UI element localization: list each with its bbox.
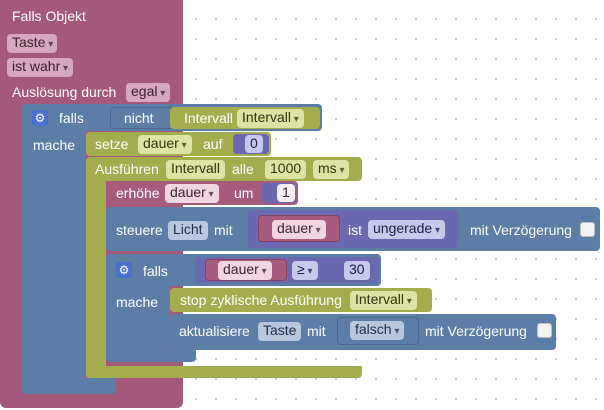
interval-check-dropdown[interactable]: Intervall (237, 109, 304, 128)
if-block-bottom (22, 378, 116, 394)
set-label: setze (95, 136, 129, 152)
trigger-value-dropdown[interactable]: egal (126, 83, 171, 102)
compare-operator-dropdown[interactable]: ≥ (292, 261, 318, 280)
update-label: aktualisiere (179, 323, 250, 339)
trigger-label: Auslösung durch (12, 84, 117, 100)
interval-alle-label: alle (232, 161, 254, 177)
interval-block-stem (86, 157, 106, 378)
control-label: steuere (116, 222, 163, 238)
stop-name-dropdown[interactable]: Intervall (350, 291, 417, 310)
interval-name-field[interactable]: Intervall (166, 160, 226, 179)
interval-block-bottom (86, 366, 362, 378)
gear-icon[interactable]: ⚙ (32, 110, 48, 126)
if-block-stem (22, 104, 86, 394)
if-mache-label: mache (33, 137, 76, 153)
odd-var-dropdown[interactable]: dauer (272, 220, 326, 239)
interval-label: Ausführen (95, 161, 159, 177)
set-value[interactable]: 0 (245, 135, 263, 153)
control-delay-label: mit Verzögerung (470, 222, 572, 238)
increment-value[interactable]: 1 (277, 184, 295, 202)
increment-var-dropdown[interactable]: dauer (165, 184, 219, 203)
update-value-dropdown[interactable]: falsch (350, 321, 405, 340)
update-delay-label: mit Verzögerung (425, 323, 527, 339)
inner-if-mache-label: mache (116, 294, 159, 310)
trigger-condition-dropdown[interactable]: ist wahr (7, 58, 74, 77)
increment-um-label: um (234, 185, 254, 201)
update-mit-label: mit (307, 323, 326, 339)
set-auf-label: auf (203, 136, 223, 152)
odd-ist-label: ist (348, 222, 362, 238)
odd-property-dropdown[interactable]: ungerade (368, 220, 445, 239)
control-device-field[interactable]: Licht (168, 221, 208, 240)
compare-var-dropdown[interactable]: dauer (218, 261, 272, 280)
inner-if-falls-label: falls (143, 263, 168, 279)
set-var-dropdown[interactable]: dauer (138, 135, 192, 154)
control-mit-label: mit (214, 222, 233, 238)
inner-if-bottom (106, 348, 196, 362)
trigger-object-dropdown[interactable]: Taste (7, 34, 58, 53)
if-falls-label: falls (59, 110, 84, 126)
stop-label: stop zyklische Ausführung (180, 292, 342, 308)
increment-label: erhöhe (116, 185, 160, 201)
compare-value-field[interactable]: 30 (344, 261, 370, 280)
interval-value-field[interactable]: 1000 (265, 160, 307, 179)
not-label: nicht (124, 110, 154, 126)
gear-icon[interactable]: ⚙ (116, 262, 132, 278)
update-object-field[interactable]: Taste (258, 322, 302, 341)
control-delay-checkbox[interactable] (580, 222, 595, 237)
update-delay-checkbox[interactable] (537, 323, 552, 338)
interval-unit-dropdown[interactable]: ms (313, 160, 350, 179)
trigger-title: Falls Objekt (12, 8, 86, 24)
interval-check-label: Intervall (184, 110, 234, 126)
